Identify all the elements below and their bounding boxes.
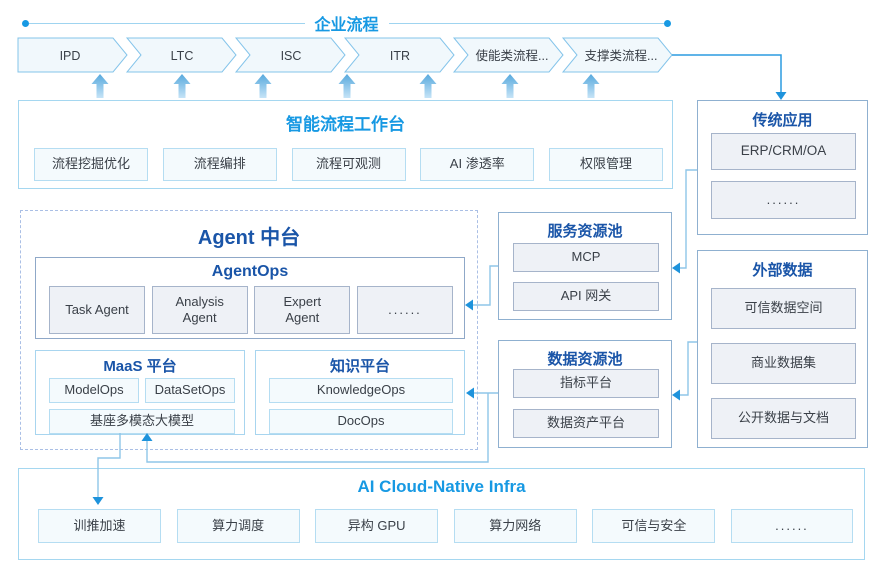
infra-item: 算力网络 <box>453 509 577 543</box>
knowledge-item: KnowledgeOps <box>269 378 453 403</box>
up-arrow <box>582 74 600 98</box>
service-pool-title: 服务资源池 <box>547 223 623 240</box>
chevron-shape <box>234 37 346 73</box>
agent-item: Analysis Agent <box>151 286 248 334</box>
chevron-shape <box>17 37 128 73</box>
knowledge-title: 知识平台 <box>329 358 390 375</box>
knowledge-item: DocOps <box>269 409 453 434</box>
up-arrow <box>419 74 437 98</box>
infra-panel: AI Cloud-Native Infra 训推加速 算力调度 异构 GPU 算… <box>18 468 865 560</box>
legacy-apps-title: 传统应用 <box>752 112 813 129</box>
workbench-to-process-arrows <box>91 74 600 98</box>
service-pool-panel: 服务资源池 MCP API 网关 <box>498 212 672 320</box>
infra-item: 训推加速 <box>38 509 161 543</box>
legacy-apps-panel: 传统应用 ERP/CRM/OA ...... <box>697 100 868 235</box>
workbench-item: 流程挖掘优化 <box>34 148 148 181</box>
connector-external-to-data-pool <box>672 341 697 401</box>
chevron-label: 使能类流程... <box>476 48 549 63</box>
chevron-shape <box>452 37 564 73</box>
chevron-label: ITR <box>390 49 410 63</box>
service-pool-item: MCP <box>513 243 659 272</box>
chevron-label: 支撑类流程... <box>585 48 658 63</box>
legacy-app-item: ...... <box>711 181 856 219</box>
maas-item: DataSetOps <box>145 378 235 403</box>
up-arrow <box>254 74 272 98</box>
agent-item: ...... <box>356 286 453 334</box>
maas-title: MaaS 平台 <box>103 358 177 375</box>
agent-item: Task Agent <box>49 286 145 334</box>
workbench-panel: 智能流程工作台 流程挖掘优化 流程编排 流程可观测 AI 渗透率 权限管理 <box>18 100 673 189</box>
agentops-title: AgentOps <box>211 263 289 280</box>
chevron-shape <box>561 37 673 73</box>
infra-item: ...... <box>730 509 853 543</box>
maas-item: ModelOps <box>49 378 139 403</box>
workbench-item: 权限管理 <box>549 148 663 181</box>
line-end-dot-left <box>22 19 29 27</box>
infra-item: 异构 GPU <box>315 509 439 543</box>
workbench-item: 流程可观测 <box>291 148 406 181</box>
up-arrow <box>338 74 356 98</box>
chevron-shape <box>343 37 455 73</box>
infra-item: 可信与安全 <box>592 509 716 543</box>
legacy-app-item: ERP/CRM/OA <box>711 133 856 170</box>
workbench-items-row: 流程挖掘优化 流程编排 流程可观测 AI 渗透率 权限管理 <box>34 148 663 181</box>
chevron-shape <box>125 37 237 73</box>
chevron-label: ISC <box>281 49 302 63</box>
agent-item: Expert Agent <box>254 286 351 334</box>
workbench-title: 智能流程工作台 <box>286 115 405 134</box>
chevron-label: IPD <box>60 49 81 63</box>
line-end-dot-right <box>664 19 672 27</box>
external-data-item: 可信数据空间 <box>711 288 856 329</box>
infra-items-row: 训推加速 算力调度 异构 GPU 算力网络 可信与安全 ...... <box>38 509 853 543</box>
workbench-item: AI 渗透率 <box>420 148 535 181</box>
infra-item: 算力调度 <box>176 509 300 543</box>
maas-panel: MaaS 平台 ModelOps DataSetOps 基座多模态大模型 <box>35 350 245 435</box>
chevron-label: LTC <box>171 49 194 63</box>
up-arrow <box>173 74 191 98</box>
enterprise-process-header: 企业流程 <box>22 14 672 34</box>
data-pool-item: 指标平台 <box>513 369 659 398</box>
data-pool-panel: 数据资源池 指标平台 数据资产平台 <box>498 340 672 448</box>
infra-title: AI Cloud-Native Infra <box>357 477 526 496</box>
header-line-left <box>29 22 305 24</box>
up-arrow <box>91 74 109 98</box>
agentops-panel: AgentOps Task Agent Analysis Agent Exper… <box>35 257 465 339</box>
connector-process-to-legacy <box>672 54 787 100</box>
agent-platform-title: Agent 中台 <box>197 227 301 249</box>
maas-foundation-model-item: 基座多模态大模型 <box>49 409 235 434</box>
external-data-item: 商业数据集 <box>711 343 856 384</box>
external-data-panel: 外部数据 可信数据空间 商业数据集 公开数据与文档 <box>697 250 868 448</box>
up-arrow <box>501 74 519 98</box>
knowledge-panel: 知识平台 KnowledgeOps DocOps <box>255 350 465 435</box>
service-pool-item: API 网关 <box>513 282 659 311</box>
external-data-title: 外部数据 <box>752 262 813 279</box>
enterprise-process-label: 企业流程 <box>314 17 379 34</box>
data-pool-item: 数据资产平台 <box>513 409 659 438</box>
data-pool-title: 数据资源池 <box>547 351 623 368</box>
connector-legacy-to-service-pool <box>672 169 697 274</box>
external-data-item: 公开数据与文档 <box>711 398 856 439</box>
header-line-right <box>388 22 665 24</box>
agentops-items-row: Task Agent Analysis Agent Expert Agent .… <box>49 286 453 334</box>
workbench-item: 流程编排 <box>162 148 277 181</box>
process-chevron-strip: IPD LTC ISC ITR 使能类流程... 支撑类流程... <box>17 37 673 73</box>
